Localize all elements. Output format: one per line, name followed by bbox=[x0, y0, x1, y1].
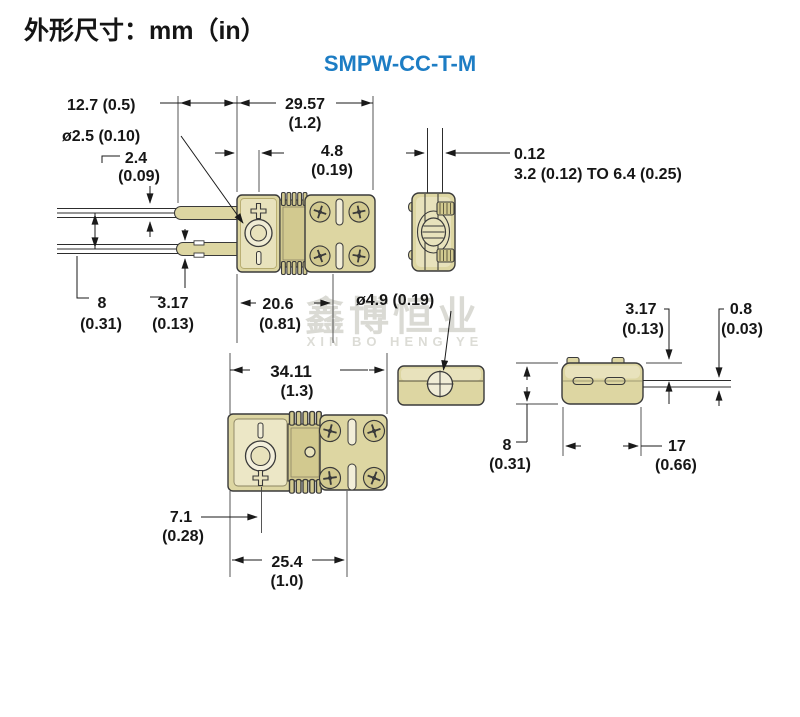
dim-pin-bot-mm: 3.17 bbox=[157, 295, 188, 312]
dim-side-h-mm: 8 bbox=[503, 437, 512, 454]
watermark-en: XIN BO HENG YE bbox=[307, 334, 484, 349]
dim-side-step-mm: 3.17 bbox=[625, 301, 656, 318]
dim-inset-in: (0.19) bbox=[311, 162, 353, 179]
dim-pin-top-in: (0.09) bbox=[118, 168, 160, 185]
dim-side-len-in: (0.66) bbox=[655, 457, 697, 474]
dim-jack-len-in: (1.3) bbox=[281, 383, 314, 400]
dim-blade-in: (0.03) bbox=[721, 321, 763, 338]
dim-wire-gap: 0.12 bbox=[514, 146, 545, 163]
dim-side-h-in: (0.31) bbox=[489, 456, 531, 473]
dim-blade-mm: 0.8 bbox=[730, 301, 752, 318]
dim-pin-offset: 12.7 (0.5) bbox=[67, 97, 135, 114]
dim-hole-big: ø4.9 (0.19) bbox=[356, 292, 434, 309]
page-title: 外形尺寸：mm（in） bbox=[24, 16, 266, 45]
dim-body-len-mm: 20.6 bbox=[262, 296, 293, 313]
dim-center-in: (0.28) bbox=[162, 528, 204, 545]
dim-center-mm: 7.1 bbox=[170, 509, 192, 526]
dim-side-step-in: (0.13) bbox=[622, 321, 664, 338]
dim-overall-mm: 29.57 bbox=[285, 96, 325, 113]
dim-body-len-in: (0.81) bbox=[259, 316, 301, 333]
dim-pin-top-mm: 2.4 bbox=[125, 150, 147, 167]
dim-pin-span-mm: 8 bbox=[98, 295, 107, 312]
dimension-lines bbox=[76, 96, 724, 577]
dim-jack-w-mm: 25.4 bbox=[271, 554, 302, 571]
jack-side-view bbox=[561, 356, 731, 405]
jack-top-view-part bbox=[397, 365, 485, 406]
dim-jack-len-mm: 34.11 bbox=[270, 362, 312, 381]
dim-wire-range: 3.2 (0.12) TO 6.4 (0.25) bbox=[514, 166, 682, 183]
dim-inset-mm: 4.8 bbox=[321, 143, 343, 160]
dim-side-len-mm: 17 bbox=[668, 438, 686, 455]
dim-pin-bot-in: (0.13) bbox=[152, 316, 194, 333]
plug-end-view bbox=[407, 128, 456, 272]
dim-hole-small: ø2.5 (0.10) bbox=[62, 128, 140, 145]
dim-pin-span-in: (0.31) bbox=[80, 316, 122, 333]
model-number: SMPW-CC-T-M bbox=[324, 51, 476, 76]
dimension-labels: 12.7 (0.5) 29.57 (1.2) ø2.5 (0.10) 2.4 (… bbox=[62, 96, 763, 590]
dim-overall-in: (1.2) bbox=[289, 115, 322, 132]
watermark: 鑫博恒业 XIN BO HENG YE bbox=[305, 294, 484, 349]
jack-front-view bbox=[227, 410, 389, 494]
plug-side-view bbox=[57, 191, 376, 276]
dim-jack-w-in: (1.0) bbox=[271, 573, 304, 590]
